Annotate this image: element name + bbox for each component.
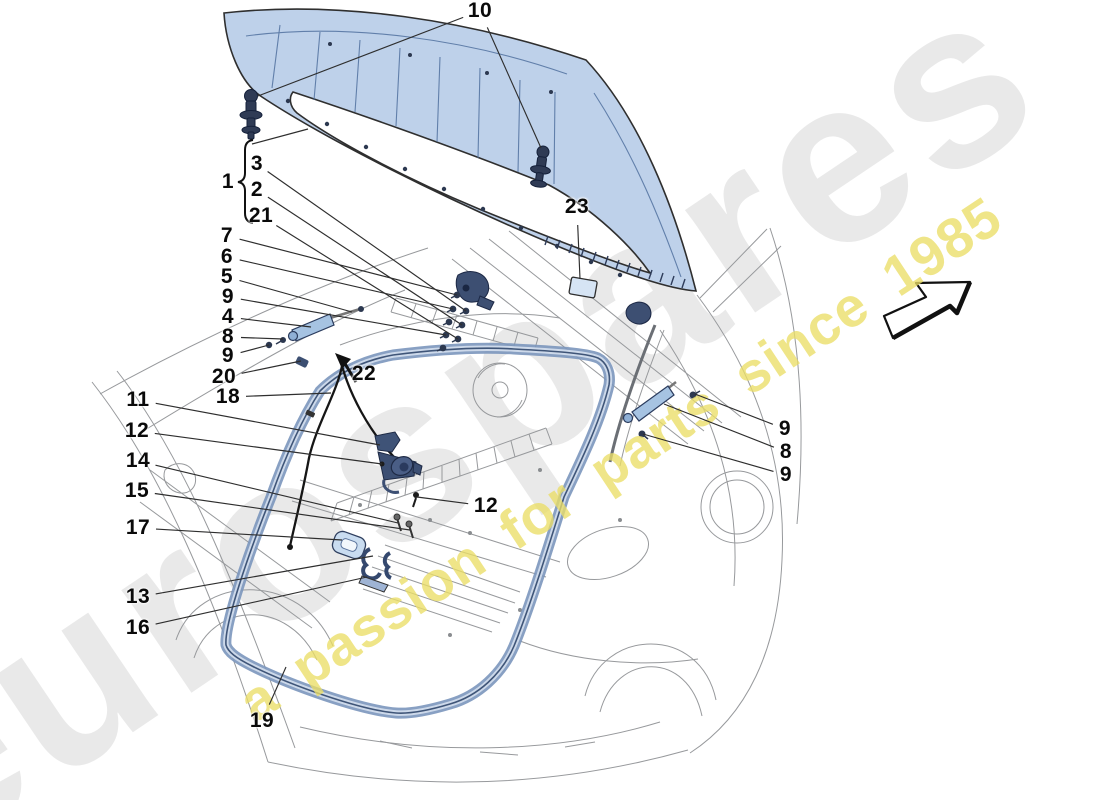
rear-lid-panel [223,8,698,292]
callout-2: 2 [250,178,264,201]
callout-10: 10 [467,0,493,22]
callout-11: 11 [126,388,150,411]
leader-line-17 [155,528,343,541]
callout-9: 9 [779,463,793,486]
leader-line-9 [240,298,447,336]
leader-line-4 [240,318,312,328]
leader-line-2 [267,196,463,326]
leader-line-21 [275,225,459,340]
callout-7: 7 [220,224,234,247]
leader-line-9 [694,393,774,425]
callout-12: 12 [473,494,499,517]
leader-line-14 [155,464,399,524]
leader-line-8 [663,403,775,448]
callout-19: 19 [249,709,275,732]
lid-latch-assembly [374,431,423,508]
hinge-pin-right [530,145,551,188]
direction-arrow [882,280,973,340]
weatherstrip-seal-loop [220,342,615,719]
callout-14: 14 [125,449,151,472]
callout-17: 17 [125,516,151,539]
car-body-linework [91,227,802,783]
hinge-bracket-right [625,301,652,325]
lid-rim-rivets [285,42,623,278]
callout-22: 22 [351,362,377,385]
leader-line-19 [268,666,287,705]
callout-23: 23 [564,195,590,218]
callout-13: 13 [125,585,151,608]
leader-line-6 [239,259,454,310]
callout-22-arrow [335,353,358,383]
latch-screws [393,513,414,539]
callout-16: 16 [125,616,151,639]
leader-line-12 [416,496,469,505]
leader-line-13 [155,555,374,595]
leader-line-10 [257,16,464,97]
striker-plate [331,530,367,560]
leader-line-12 [154,432,383,465]
callout-20: 20 [211,365,237,388]
callout-8: 8 [779,440,793,463]
leader-line-9 [642,433,774,472]
leader-line-16 [155,576,368,625]
callout-15: 15 [124,479,150,502]
callout-8: 8 [221,325,235,348]
callout-1: 1 [221,170,235,193]
callout-6: 6 [220,245,234,268]
leader-line-5 [239,279,353,313]
callout-9: 9 [221,344,235,367]
callout-9: 9 [221,285,235,308]
hinge-pin-left [239,89,263,140]
gas-strut-left [265,306,364,349]
callout-18: 18 [215,385,241,408]
hook-base-bracket [358,575,389,593]
leader-line-11 [155,402,381,446]
leader-line-23 [577,224,581,280]
latch-hooks [361,547,392,581]
gas-strut-right [622,381,701,440]
callout-21: 21 [248,204,274,227]
group-bracket-1 [237,139,254,224]
callout-4: 4 [221,305,235,328]
leader-line-3 [267,171,467,312]
leader-line-9 [240,344,270,354]
identification-plate [568,276,598,299]
leader-line-18 [245,392,332,397]
callout-5: 5 [220,265,234,288]
leader-line-20 [241,360,302,374]
leader-line-8 [240,336,284,340]
leader-line-10 [486,27,542,149]
callout-12: 12 [124,419,150,442]
lid-release-cable [287,365,395,550]
leader-line-7 [239,238,458,296]
leader-line-15 [154,492,411,531]
cable-clip [295,356,309,368]
hinge-bracket-left [455,271,495,311]
bracket-leader-line [251,128,309,145]
callout-9: 9 [778,417,792,440]
callout-3: 3 [250,152,264,175]
